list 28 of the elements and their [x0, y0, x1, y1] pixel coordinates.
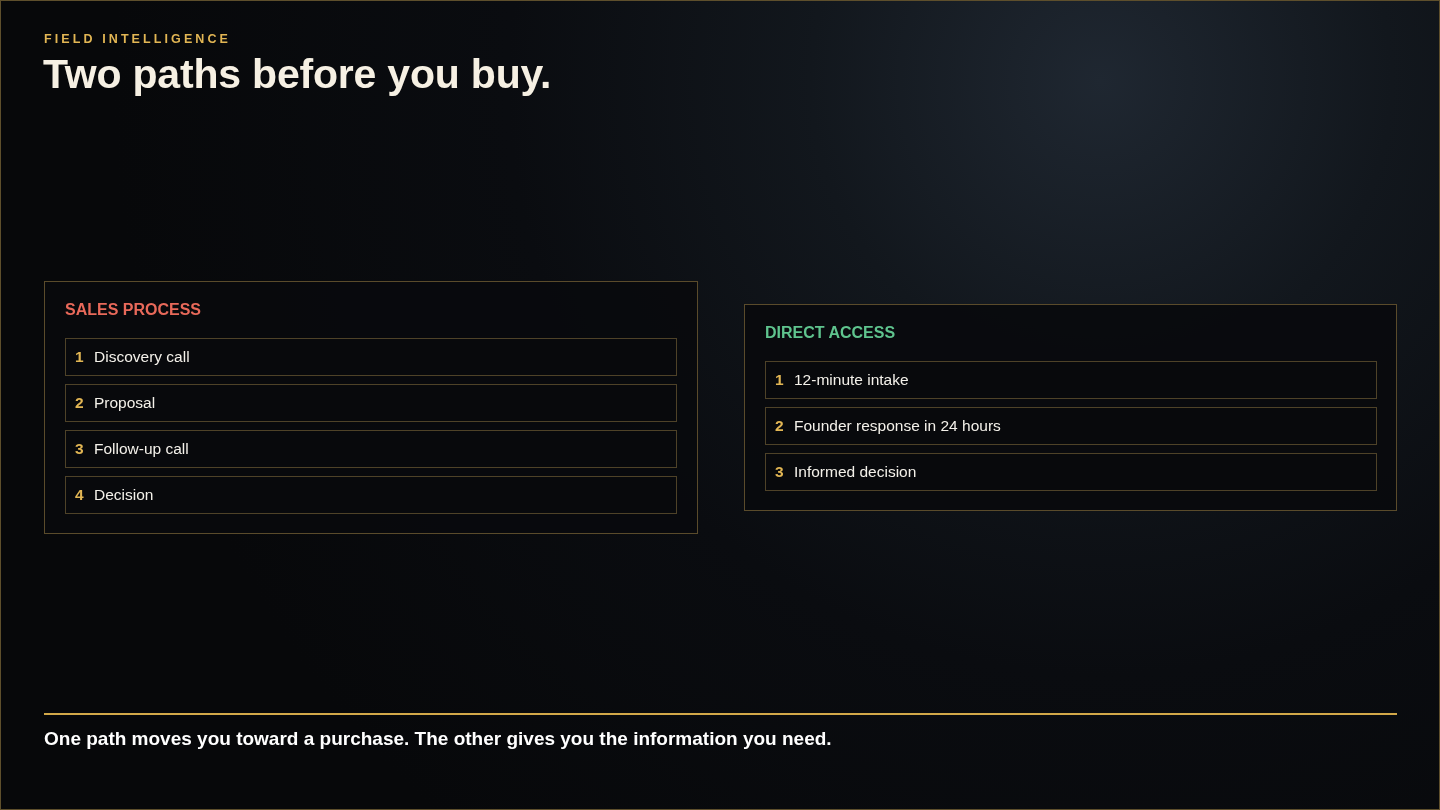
step-label: Informed decision — [794, 463, 917, 481]
step-label: Founder response in 24 hours — [794, 417, 1001, 435]
step-number: 3 — [775, 463, 784, 481]
step-number: 1 — [75, 348, 84, 366]
step-label: Decision — [94, 486, 154, 504]
caption-text: One path moves you toward a purchase. The other gives you the information you need. — [44, 728, 832, 750]
step-row — [65, 430, 677, 468]
step-number: 4 — [75, 486, 84, 504]
step-row — [765, 407, 1377, 445]
step-row — [65, 338, 677, 376]
panel-heading: DIRECT ACCESS — [765, 324, 896, 342]
slide-title: Two paths before you buy. — [43, 51, 552, 98]
step-number: 3 — [75, 440, 84, 458]
step-row — [65, 384, 677, 422]
step-row — [65, 476, 677, 514]
eyebrow-label: FIELD INTELLIGENCE — [44, 32, 232, 46]
step-label: Proposal — [94, 394, 156, 412]
step-number: 2 — [775, 417, 784, 435]
step-label: 12-minute intake — [794, 371, 909, 389]
step-label: Discovery call — [94, 348, 190, 366]
panel-card — [44, 281, 698, 534]
step-label: Follow-up call — [94, 440, 189, 458]
step-number: 2 — [75, 394, 84, 412]
panel-card — [744, 304, 1397, 511]
step-number: 1 — [775, 371, 784, 389]
step-row — [765, 361, 1377, 399]
panel-heading: SALES PROCESS — [65, 301, 202, 319]
step-row — [765, 453, 1377, 491]
